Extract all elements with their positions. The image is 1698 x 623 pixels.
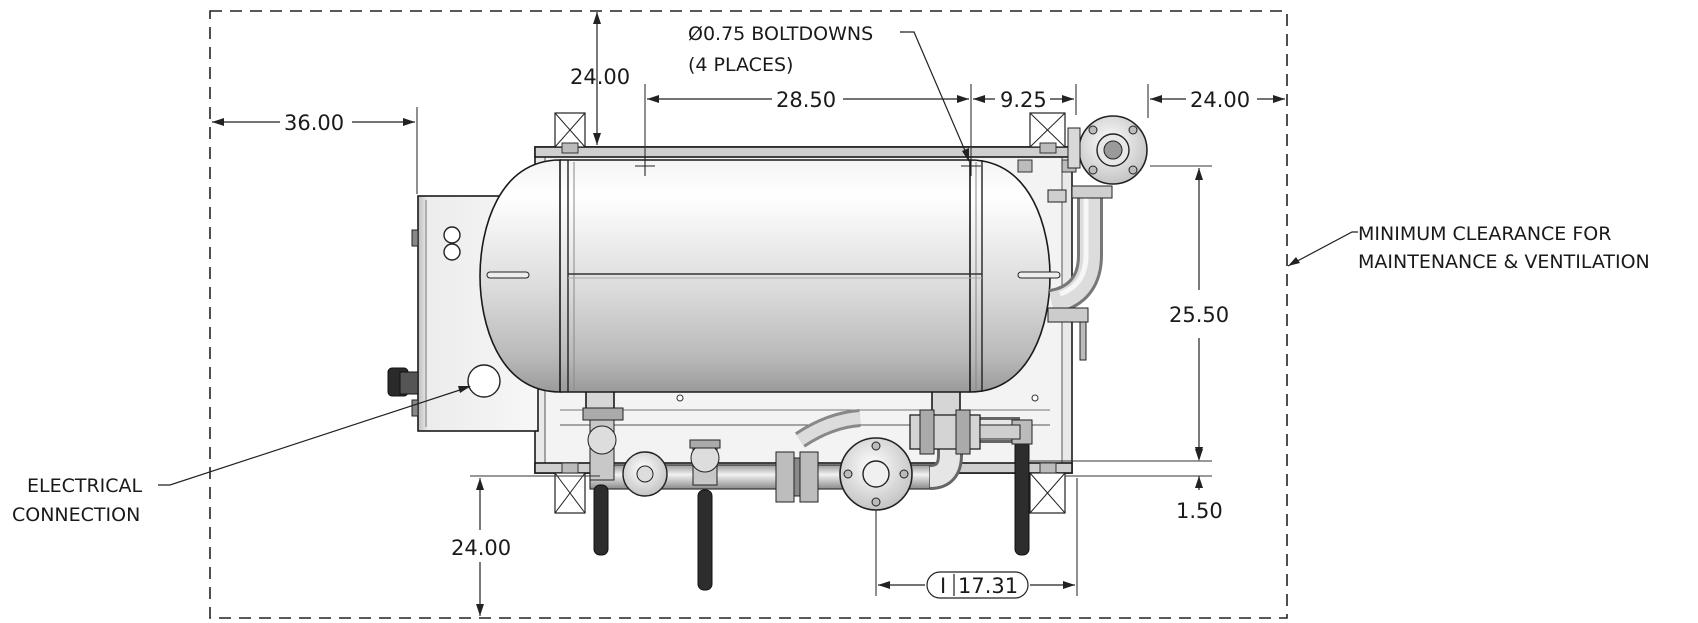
- electrical-callout: ELECTRICAL CONNECTION: [12, 386, 471, 526]
- ball-valve-right: [1011, 419, 1033, 556]
- dim-bottom-clearance-value: 24.00: [451, 536, 511, 560]
- disconnect-knob: [387, 367, 419, 397]
- boltdowns-label-line1: Ø0.75 BOLTDOWNS: [688, 23, 873, 45]
- dim-right-clearance-value: 24.00: [1190, 88, 1250, 112]
- pressure-tank: [479, 159, 1061, 393]
- electrical-label-line1: ELECTRICAL: [27, 475, 143, 497]
- dim-outlet-offset-value: 9.25: [1000, 88, 1047, 112]
- dim-inlet-offset: I 17.31: [875, 478, 1078, 599]
- dim-bottom-offset: 1.50: [1065, 449, 1223, 523]
- dim-bottom-clearance: 24.00: [451, 475, 600, 616]
- dim-boltdown-spacing-value: 28.50: [776, 88, 836, 112]
- dim-height: 25.50: [1030, 165, 1229, 462]
- drain-flange: [622, 451, 668, 497]
- inlet-flange: [839, 437, 913, 511]
- dim-bottom-offset-value: 1.50: [1176, 499, 1223, 523]
- boltdowns-callout: Ø0.75 BOLTDOWNS (4 PLACES): [688, 23, 970, 162]
- clearance-label-line2: MAINTENANCE & VENTILATION: [1358, 251, 1650, 273]
- clearance-boundary: [209, 10, 1288, 619]
- dim-top-clearance-value: 24.00: [570, 65, 630, 89]
- ball-valve-left: [582, 407, 624, 556]
- check-valve: [909, 409, 1021, 455]
- ball-valve-center: [689, 439, 721, 591]
- electrical-label-line2: CONNECTION: [12, 504, 140, 526]
- relief-valve: [1047, 307, 1089, 361]
- equipment-assembly: [387, 112, 1148, 591]
- crate-block-bottom-left: [554, 472, 586, 514]
- clearance-label-line1: MINIMUM CLEARANCE FOR: [1358, 223, 1611, 245]
- dim-inlet-offset-symbol: I: [940, 574, 946, 598]
- dim-top-clearance: 24.00: [570, 12, 630, 145]
- dim-boltdown-spacing: 28.50: [635, 84, 981, 176]
- crate-block-top-left: [554, 112, 586, 148]
- dim-outlet-offset: 9.25: [973, 84, 1077, 115]
- clearance-callout: MINIMUM CLEARANCE FOR MAINTENANCE & VENT…: [1287, 223, 1650, 273]
- dim-inlet-offset-value: 17.31: [958, 574, 1018, 598]
- crate-block-top-right: [1029, 112, 1066, 148]
- crate-block-bottom-right: [1029, 472, 1066, 514]
- boltdowns-label-line2: (4 PLACES): [688, 54, 793, 76]
- dim-left-clearance: 36.00: [212, 107, 418, 194]
- dim-left-clearance-value: 36.00: [284, 111, 344, 135]
- dim-height-value: 25.50: [1169, 303, 1229, 327]
- outlet-flange: [1047, 115, 1148, 315]
- dim-right-clearance: 24.00: [1147, 84, 1285, 118]
- saddle-right: [931, 389, 961, 419]
